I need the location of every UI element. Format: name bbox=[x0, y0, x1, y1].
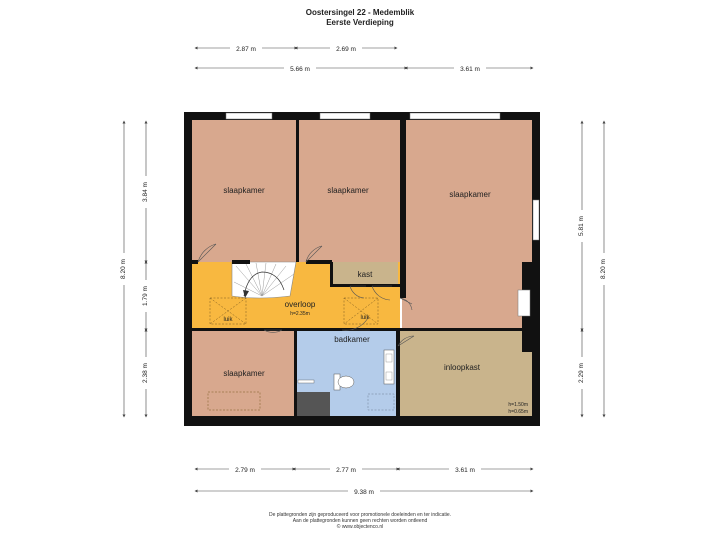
footer-disclaimer-2: Aan de plattegronden kunnen geen rechten… bbox=[292, 518, 428, 524]
hatch-left-label: luik bbox=[223, 317, 233, 323]
dim-top-row1-b: 2.69 m bbox=[336, 46, 356, 53]
toilet bbox=[333, 373, 355, 391]
dim-top-row2-b: 3.61 m bbox=[460, 66, 480, 73]
hatch-right bbox=[343, 297, 379, 325]
dim-bottom-row1-c: 3.61 m bbox=[455, 467, 475, 474]
bedroom-3-label: slaapkamer bbox=[449, 190, 491, 199]
dim-right-a: 5.81 m bbox=[578, 216, 585, 236]
hatch-left bbox=[209, 297, 247, 325]
bedroom-3-fill bbox=[402, 120, 534, 328]
bedroom-4-label: slaapkamer bbox=[223, 369, 265, 378]
towel-rail bbox=[297, 379, 315, 384]
plan-title: Oostersingel 22 - Medemblik bbox=[305, 8, 415, 17]
walk-in-height-1: h=1.50m bbox=[508, 402, 528, 408]
staircase bbox=[231, 261, 297, 299]
dim-right-total: 8.20 m bbox=[600, 259, 607, 279]
hatch-right-label: luik bbox=[360, 315, 370, 321]
bedroom-4-fill bbox=[192, 330, 294, 416]
footer-copyright: © www.objectenco.nl bbox=[336, 524, 384, 530]
landing-label: overloop bbox=[285, 300, 316, 309]
walk-in-height-2: h=0.65m bbox=[508, 409, 528, 415]
dim-bottom-row1-b: 2.77 m bbox=[336, 467, 356, 474]
bathroom-label: badkamer bbox=[334, 335, 370, 344]
bedroom-2-fill bbox=[298, 120, 402, 262]
dim-left-total: 8.20 m bbox=[120, 259, 127, 279]
closet-fill bbox=[332, 262, 398, 286]
dim-left-c: 2.38 m bbox=[142, 363, 149, 383]
walk-in-closet-label: inloopkast bbox=[444, 363, 481, 372]
shaft-fill bbox=[296, 392, 330, 416]
hatch-bedroom bbox=[207, 391, 261, 411]
dim-bottom-total: 9.38 m bbox=[354, 489, 374, 496]
windows bbox=[225, 112, 540, 317]
plan-subtitle: Eerste Verdieping bbox=[326, 18, 394, 27]
dim-bottom-row1-a: 2.79 m bbox=[235, 467, 255, 474]
dim-top-row1-a: 2.87 m bbox=[236, 46, 256, 53]
bedroom-1-label: slaapkamer bbox=[223, 186, 265, 195]
dim-left-b: 1.79 m bbox=[142, 286, 149, 306]
sink bbox=[383, 349, 395, 385]
walk-in-closet-fill bbox=[398, 330, 532, 416]
dim-top-row2-a: 5.66 m bbox=[290, 66, 310, 73]
landing-height-label: h=2.35m bbox=[290, 311, 310, 317]
bedroom-2-label: slaapkamer bbox=[327, 186, 369, 195]
bedroom-1-fill bbox=[192, 120, 298, 262]
closet-label: kast bbox=[358, 270, 373, 279]
dim-right-b: 2.29 m bbox=[578, 363, 585, 383]
footer-disclaimer-1: De plattegronden zijn geproduceerd voor … bbox=[268, 512, 452, 518]
dim-left-a: 3.84 m bbox=[142, 182, 149, 202]
